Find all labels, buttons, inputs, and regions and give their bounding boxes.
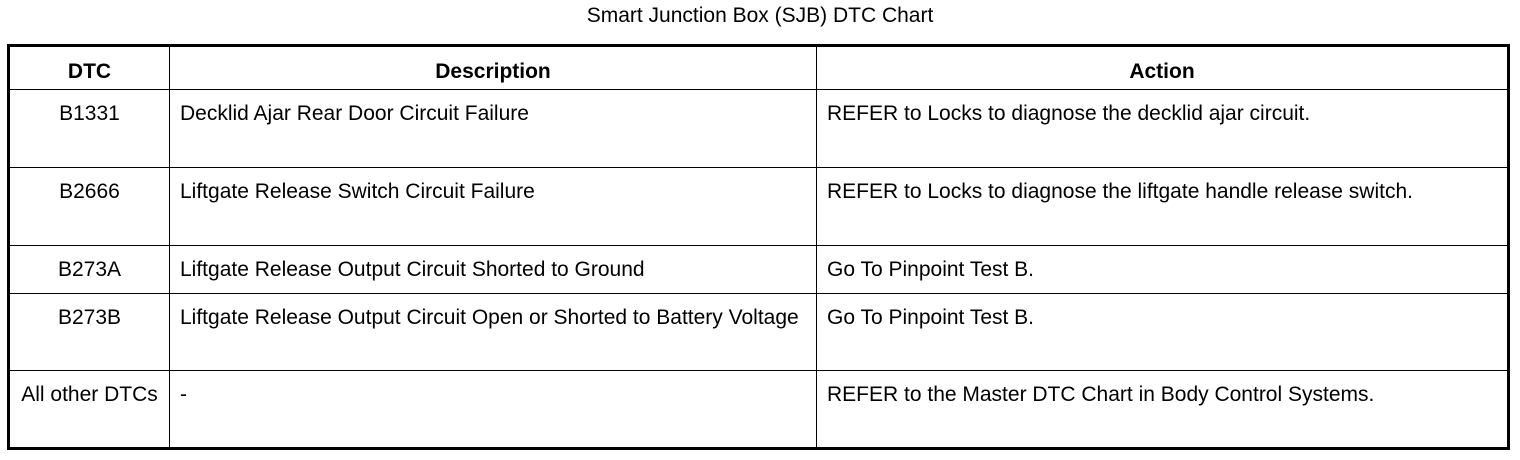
table-row: B1331 Decklid Ajar Rear Door Circuit Fai… xyxy=(8,89,1509,168)
dtc-action: REFER to Locks to diagnose the liftgate … xyxy=(816,167,1509,246)
dtc-code: B1331 xyxy=(8,89,170,168)
table-row: B2666 Liftgate Release Switch Circuit Fa… xyxy=(8,167,1509,246)
dtc-description: Liftgate Release Output Circuit Open or … xyxy=(169,293,817,371)
dtc-description: Decklid Ajar Rear Door Circuit Failure xyxy=(169,89,817,168)
dtc-action: REFER to the Master DTC Chart in Body Co… xyxy=(816,370,1509,449)
dtc-table: DTC Description Action B1331 Decklid Aja… xyxy=(7,44,1510,450)
dtc-description: - xyxy=(169,370,817,449)
dtc-code: B273A xyxy=(8,245,170,294)
dtc-description: Liftgate Release Switch Circuit Failure xyxy=(169,167,817,246)
table-row: B273B Liftgate Release Output Circuit Op… xyxy=(8,293,1509,371)
chart-title: Smart Junction Box (SJB) DTC Chart xyxy=(586,4,934,27)
dtc-description: Liftgate Release Output Circuit Shorted … xyxy=(169,245,817,294)
dtc-action: REFER to Locks to diagnose the decklid a… xyxy=(816,89,1509,168)
header-dtc: DTC xyxy=(8,45,170,90)
header-action: Action xyxy=(816,45,1509,90)
table-row: All other DTCs - REFER to the Master DTC… xyxy=(8,370,1509,449)
dtc-code: All other DTCs xyxy=(8,370,170,449)
dtc-action: Go To Pinpoint Test B. xyxy=(816,293,1509,371)
table-header-row: DTC Description Action xyxy=(8,45,1509,90)
dtc-action: Go To Pinpoint Test B. xyxy=(816,245,1509,294)
table-row: B273A Liftgate Release Output Circuit Sh… xyxy=(8,245,1509,294)
dtc-code: B273B xyxy=(8,293,170,371)
dtc-code: B2666 xyxy=(8,167,170,246)
header-description: Description xyxy=(169,45,817,90)
